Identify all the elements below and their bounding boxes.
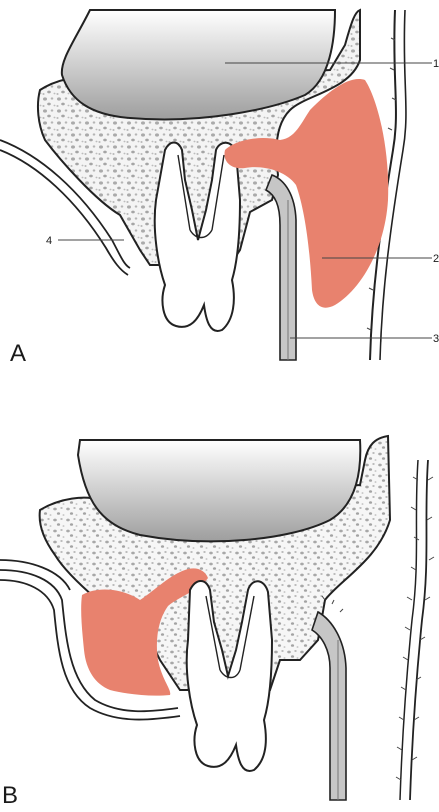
panel-b-cheek-mucosa: [400, 460, 418, 800]
panel-a: 1 2 3 4: [0, 10, 439, 360]
panel-b-maxillary-sinus: [78, 440, 360, 541]
panel-b-cheek-outline: [410, 460, 428, 800]
panel-b-cheek-spikes: [396, 477, 419, 780]
panel-a-palatal-mucosa: [266, 175, 296, 360]
panel-b-letter: B: [2, 784, 18, 808]
panel-a-letter: A: [10, 342, 26, 366]
panel-b: [0, 436, 434, 800]
panel-a-callout-2: 2: [433, 253, 439, 265]
panel-a-callout-4: 4: [46, 235, 52, 247]
panel-a-callout-3: 3: [433, 333, 439, 345]
panel-a-callout-1: 1: [433, 58, 439, 70]
